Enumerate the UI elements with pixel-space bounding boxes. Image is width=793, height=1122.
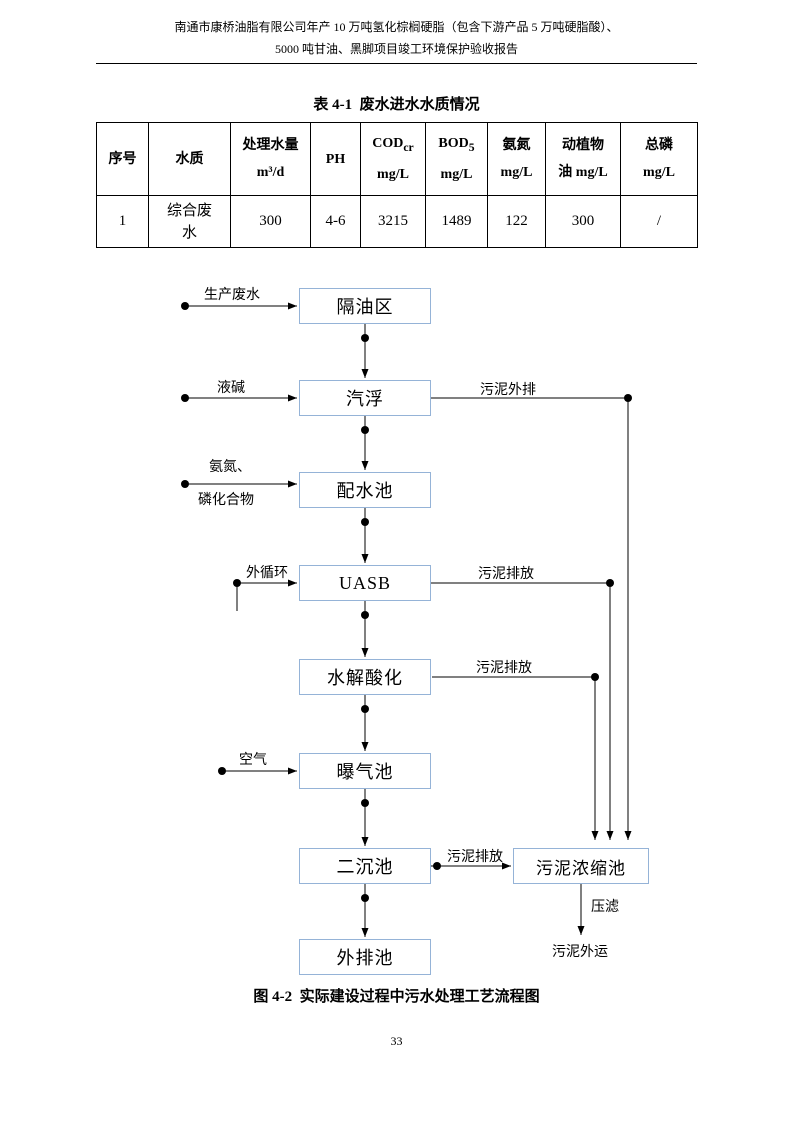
cell-ammonia: 122 (487, 195, 546, 248)
label-sludge-out: 污泥外排 (480, 383, 536, 398)
cell-water-type: 综合废水 (148, 195, 231, 248)
col-header-animal-oil: 动植物油 mg/L (545, 122, 621, 196)
label-press-filter: 压滤 (591, 900, 619, 915)
table-row: 1 综合废水 300 4-6 3215 1489 122 300 / (96, 195, 698, 248)
flow-box-discharge: 外排池 (299, 939, 431, 975)
label-sludge-discharge-secondary: 污泥排放 (447, 850, 503, 865)
col-header-water-type: 水质 (148, 122, 231, 196)
label-production-wastewater: 生产废水 (204, 288, 260, 303)
header-line-1: 南通市康桥油脂有限公司年产 10 万吨氢化棕榈硬脂（包含下游产品 5 万吨硬脂酸… (174, 20, 619, 34)
flow-box-water-distribution: 配水池 (299, 472, 431, 508)
cell-phosphorus: / (620, 195, 698, 248)
col-header-seq: 序号 (96, 122, 149, 196)
label-ammonia-line2: 磷化合物 (198, 493, 254, 508)
col-header-ph: PH (310, 122, 361, 196)
label-external-circulation: 外循环 (246, 566, 288, 581)
label-ammonia-line1: 氨氮、 (209, 460, 251, 475)
cell-bod: 1489 (425, 195, 488, 248)
flow-box-secondary-sedimentation: 二沉池 (299, 848, 431, 884)
cell-ph: 4-6 (310, 195, 361, 248)
flow-box-oil-separation: 隔油区 (299, 288, 431, 324)
header-divider (96, 63, 697, 64)
label-sludge-discharge-hydrolysis: 污泥排放 (476, 661, 532, 676)
flow-box-air-flotation: 汽浮 (299, 380, 431, 416)
cell-cod: 3215 (360, 195, 426, 248)
page-number: 33 (390, 1034, 403, 1048)
flow-box-sludge-thickening: 污泥浓缩池 (513, 848, 649, 884)
header-line-2: 5000 吨甘油、黑脚项目竣工环境保护验收报告 (274, 42, 518, 56)
document-header: 南通市康桥油脂有限公司年产 10 万吨氢化棕榈硬脂（包含下游产品 5 万吨硬脂酸… (96, 16, 697, 60)
label-sludge-transport: 污泥外运 (552, 945, 608, 960)
cell-seq: 1 (96, 195, 149, 248)
flow-box-hydrolysis-acidification: 水解酸化 (299, 659, 431, 695)
cell-animal-oil: 300 (545, 195, 621, 248)
cell-volume: 300 (230, 195, 311, 248)
label-air: 空气 (239, 753, 267, 768)
figure-caption: 图 4-2 实际建设过程中污水处理工艺流程图 (253, 989, 540, 1005)
label-sludge-discharge-uasb: 污泥排放 (478, 567, 534, 582)
flow-box-aeration: 曝气池 (299, 753, 431, 789)
table-title: 表 4-1 废水进水水质情况 (313, 97, 480, 113)
flow-box-uasb: UASB (299, 565, 431, 601)
label-liquid-alkali: 液碱 (217, 381, 245, 396)
